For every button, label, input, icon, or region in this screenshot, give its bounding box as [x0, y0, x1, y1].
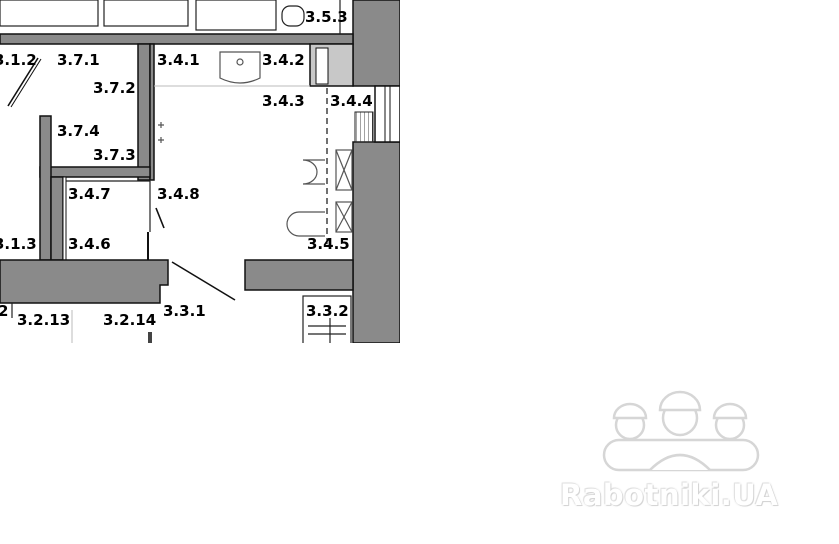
room-label-r312: 3.1.2	[0, 51, 37, 69]
room-label-r374: 3.7.4	[57, 122, 100, 140]
room-label-r313: 3.1.3	[0, 235, 37, 253]
room-label-r3213: 3.2.13	[17, 311, 70, 329]
stair-332	[302, 295, 352, 343]
exterior-wall-right-bottom	[352, 141, 400, 343]
three-workers-helmet-icon	[602, 390, 760, 472]
room-labels: 3.7.1 3.7.2 3.7.4 3.7.3 3.1.2 3.1.3 3.4.1 3.4.2…	[0, 8, 373, 329]
door-leaf-348	[155, 207, 165, 229]
window	[354, 85, 400, 143]
room-label-r373: 3.7.3	[93, 146, 136, 164]
room-label-r344: 3.4.4	[330, 92, 373, 110]
room-label-r348: 3.4.8	[157, 185, 200, 203]
wall-left-374	[39, 115, 52, 261]
wall-347-left	[50, 176, 64, 261]
wall-vertical-mid-lower	[149, 43, 155, 181]
room-label-r2x: 2	[0, 302, 8, 320]
partition-347	[62, 176, 67, 261]
watermark-text: Rabotniki.UA	[560, 478, 779, 512]
door-leaf-331	[171, 261, 236, 301]
exterior-wall-right-top	[352, 0, 400, 87]
wall-bottom-right	[244, 259, 354, 291]
room-label-r341: 3.4.1	[157, 51, 200, 69]
room-label-r372: 3.7.2	[93, 79, 136, 97]
room-label-r343: 3.4.3	[262, 92, 305, 110]
wall-top	[0, 33, 354, 45]
room-label-r353: 3.5.3	[305, 8, 348, 26]
room-label-r3214: 3.2.14	[103, 311, 156, 329]
wall-vertical-mid	[137, 43, 151, 181]
room-label-r347: 3.4.7	[68, 185, 111, 203]
room-label-r345: 3.4.5	[307, 235, 350, 253]
door-leaf-312	[7, 57, 39, 107]
room-label-r331: 3.3.1	[163, 302, 206, 320]
wall-374-bottom	[39, 166, 151, 178]
room-label-r332: 3.3.2	[306, 302, 349, 320]
sink-fixtures	[158, 51, 353, 237]
wall-bottom-left	[0, 259, 169, 304]
room-label-r342: 3.4.2	[262, 51, 305, 69]
furniture-top	[0, 0, 341, 34]
plan-drawing: 3.7.1 3.7.2 3.7.4 3.7.3 3.1.2 3.1.3 3.4.1 3.4.2…	[0, 0, 400, 343]
room-label-r371: 3.7.1	[57, 51, 100, 69]
room-label-r346: 3.4.6	[68, 235, 111, 253]
